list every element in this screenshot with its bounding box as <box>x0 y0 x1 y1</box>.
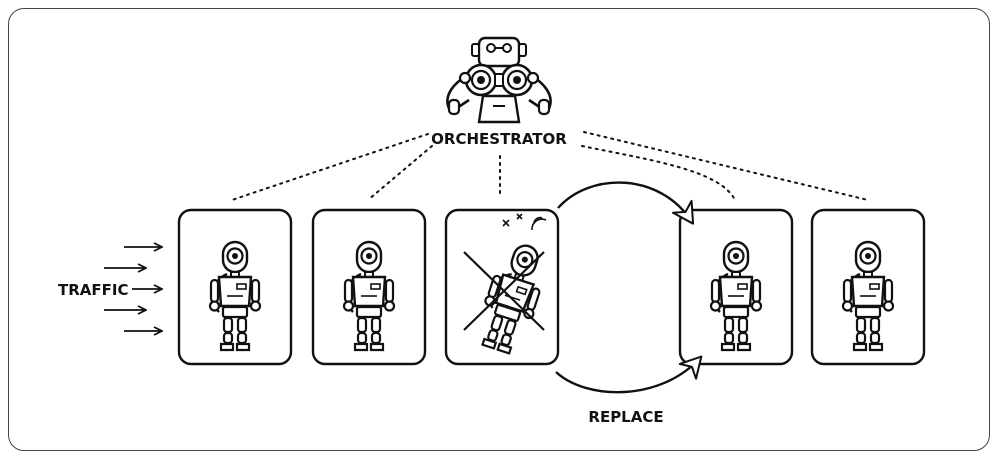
orchestrator-label: ORCHESTRATOR <box>431 130 567 148</box>
robot-node <box>177 208 293 366</box>
connector-robot-1 <box>231 133 429 201</box>
replace-top-arrow <box>557 181 695 225</box>
diagram-frame <box>8 8 990 451</box>
robot-node <box>810 208 926 366</box>
connector-robot-2 <box>367 145 433 201</box>
connector-robot-4 <box>581 145 736 201</box>
failed-robot-node <box>444 208 560 366</box>
replace-arrows <box>555 181 703 394</box>
traffic-label: TRAFFIC <box>58 281 128 299</box>
connector-robot-5 <box>583 131 869 201</box>
orchestrator-connectors <box>231 131 869 201</box>
failed-robot-icon <box>463 213 555 358</box>
orchestrator-robot-binoculars-icon <box>446 36 552 124</box>
robot-node <box>311 208 427 366</box>
traffic-arrows <box>104 247 162 331</box>
robot-node <box>678 208 794 366</box>
replace-label: REPLACE <box>588 408 663 426</box>
replace-bottom-arrow <box>555 355 703 394</box>
